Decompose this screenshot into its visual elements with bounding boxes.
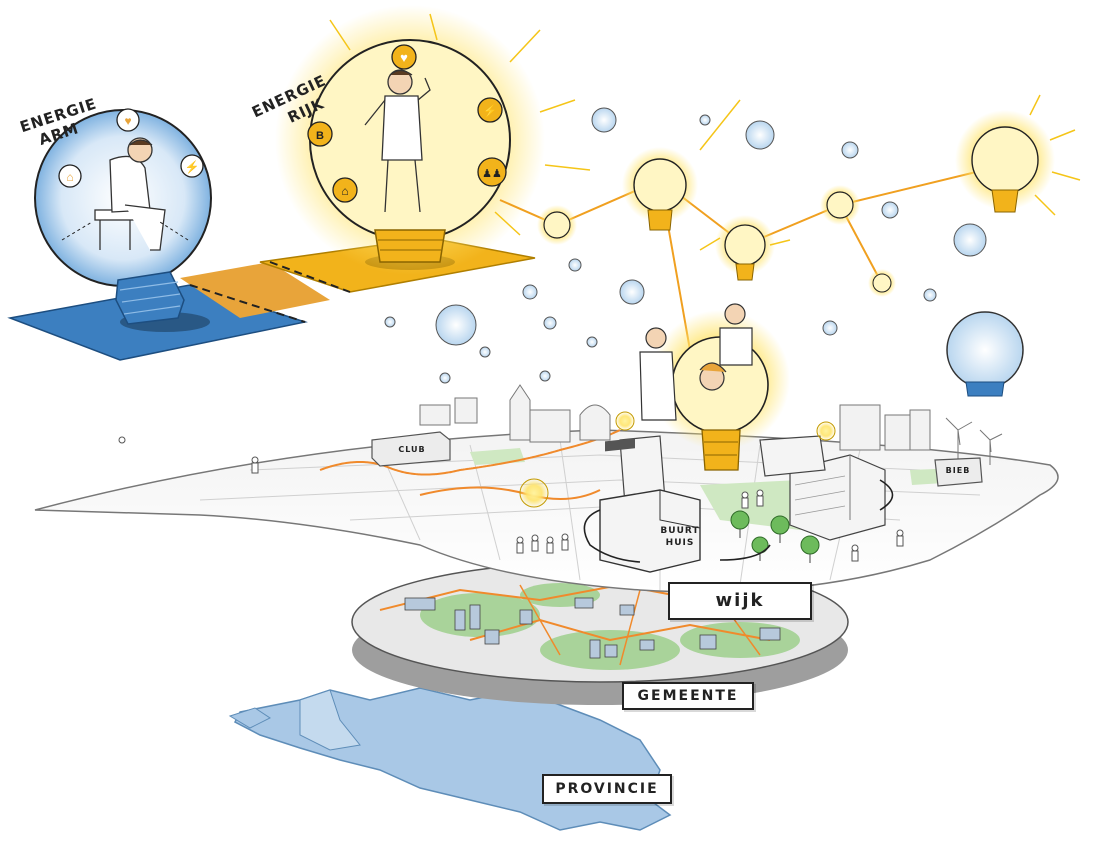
buurthuis-sign-line1: BUURT: [660, 526, 699, 536]
svg-text:⚡: ⚡: [483, 104, 498, 118]
svg-text:⌂: ⌂: [66, 170, 73, 184]
energie-rijk-bulb: ♥ B ⚡ ⌂ ♟♟ ENERGIE RIJK: [249, 5, 591, 275]
lightning-icon: ⚡: [477, 97, 503, 123]
people-icon: ♟♟: [477, 157, 507, 187]
heart-icon: ♥: [391, 44, 417, 70]
heart-icon: ♥: [116, 108, 140, 132]
buurthuis-building: BUURT HUIS: [599, 438, 701, 573]
happy-person: [364, 69, 431, 213]
apartment-building: [619, 435, 826, 506]
floating-people: [384, 107, 1024, 397]
provincie-label: PROVINCIE: [542, 774, 672, 804]
house-icon: ⌂: [58, 164, 82, 188]
bieb-sign: BIEB: [946, 466, 971, 475]
svg-text:⚡: ⚡: [185, 160, 200, 174]
svg-text:B: B: [316, 130, 324, 142]
svg-text:♥: ♥: [400, 50, 408, 65]
energie-arm-bulb: ♥ ⌂ ⚡ ENERGIE ARM: [18, 94, 212, 325]
province-map: [228, 687, 672, 831]
bieb-building: BIEB: [934, 457, 983, 487]
gemeente-label: GEMEENTE: [622, 682, 754, 710]
lightning-icon: ⚡: [180, 154, 204, 178]
energy-label-icon: B: [307, 121, 333, 147]
office-building: [789, 454, 886, 541]
bulb-network: [499, 94, 1081, 351]
center-bulb: [639, 303, 790, 471]
svg-text:♥: ♥: [124, 114, 131, 128]
club-building: CLUB: [371, 431, 451, 467]
club-sign: CLUB: [398, 445, 425, 454]
svg-text:⌂: ⌂: [341, 184, 348, 198]
wijk-label: wijk: [668, 582, 812, 620]
wijk-ground: CLUB BIEB BUURT HUIS: [34, 384, 1059, 593]
buurthuis-sign-line2: HUIS: [666, 538, 695, 548]
svg-text:♟♟: ♟♟: [482, 168, 502, 180]
house-icon: ⌂: [332, 177, 358, 203]
sad-person: [94, 137, 166, 251]
